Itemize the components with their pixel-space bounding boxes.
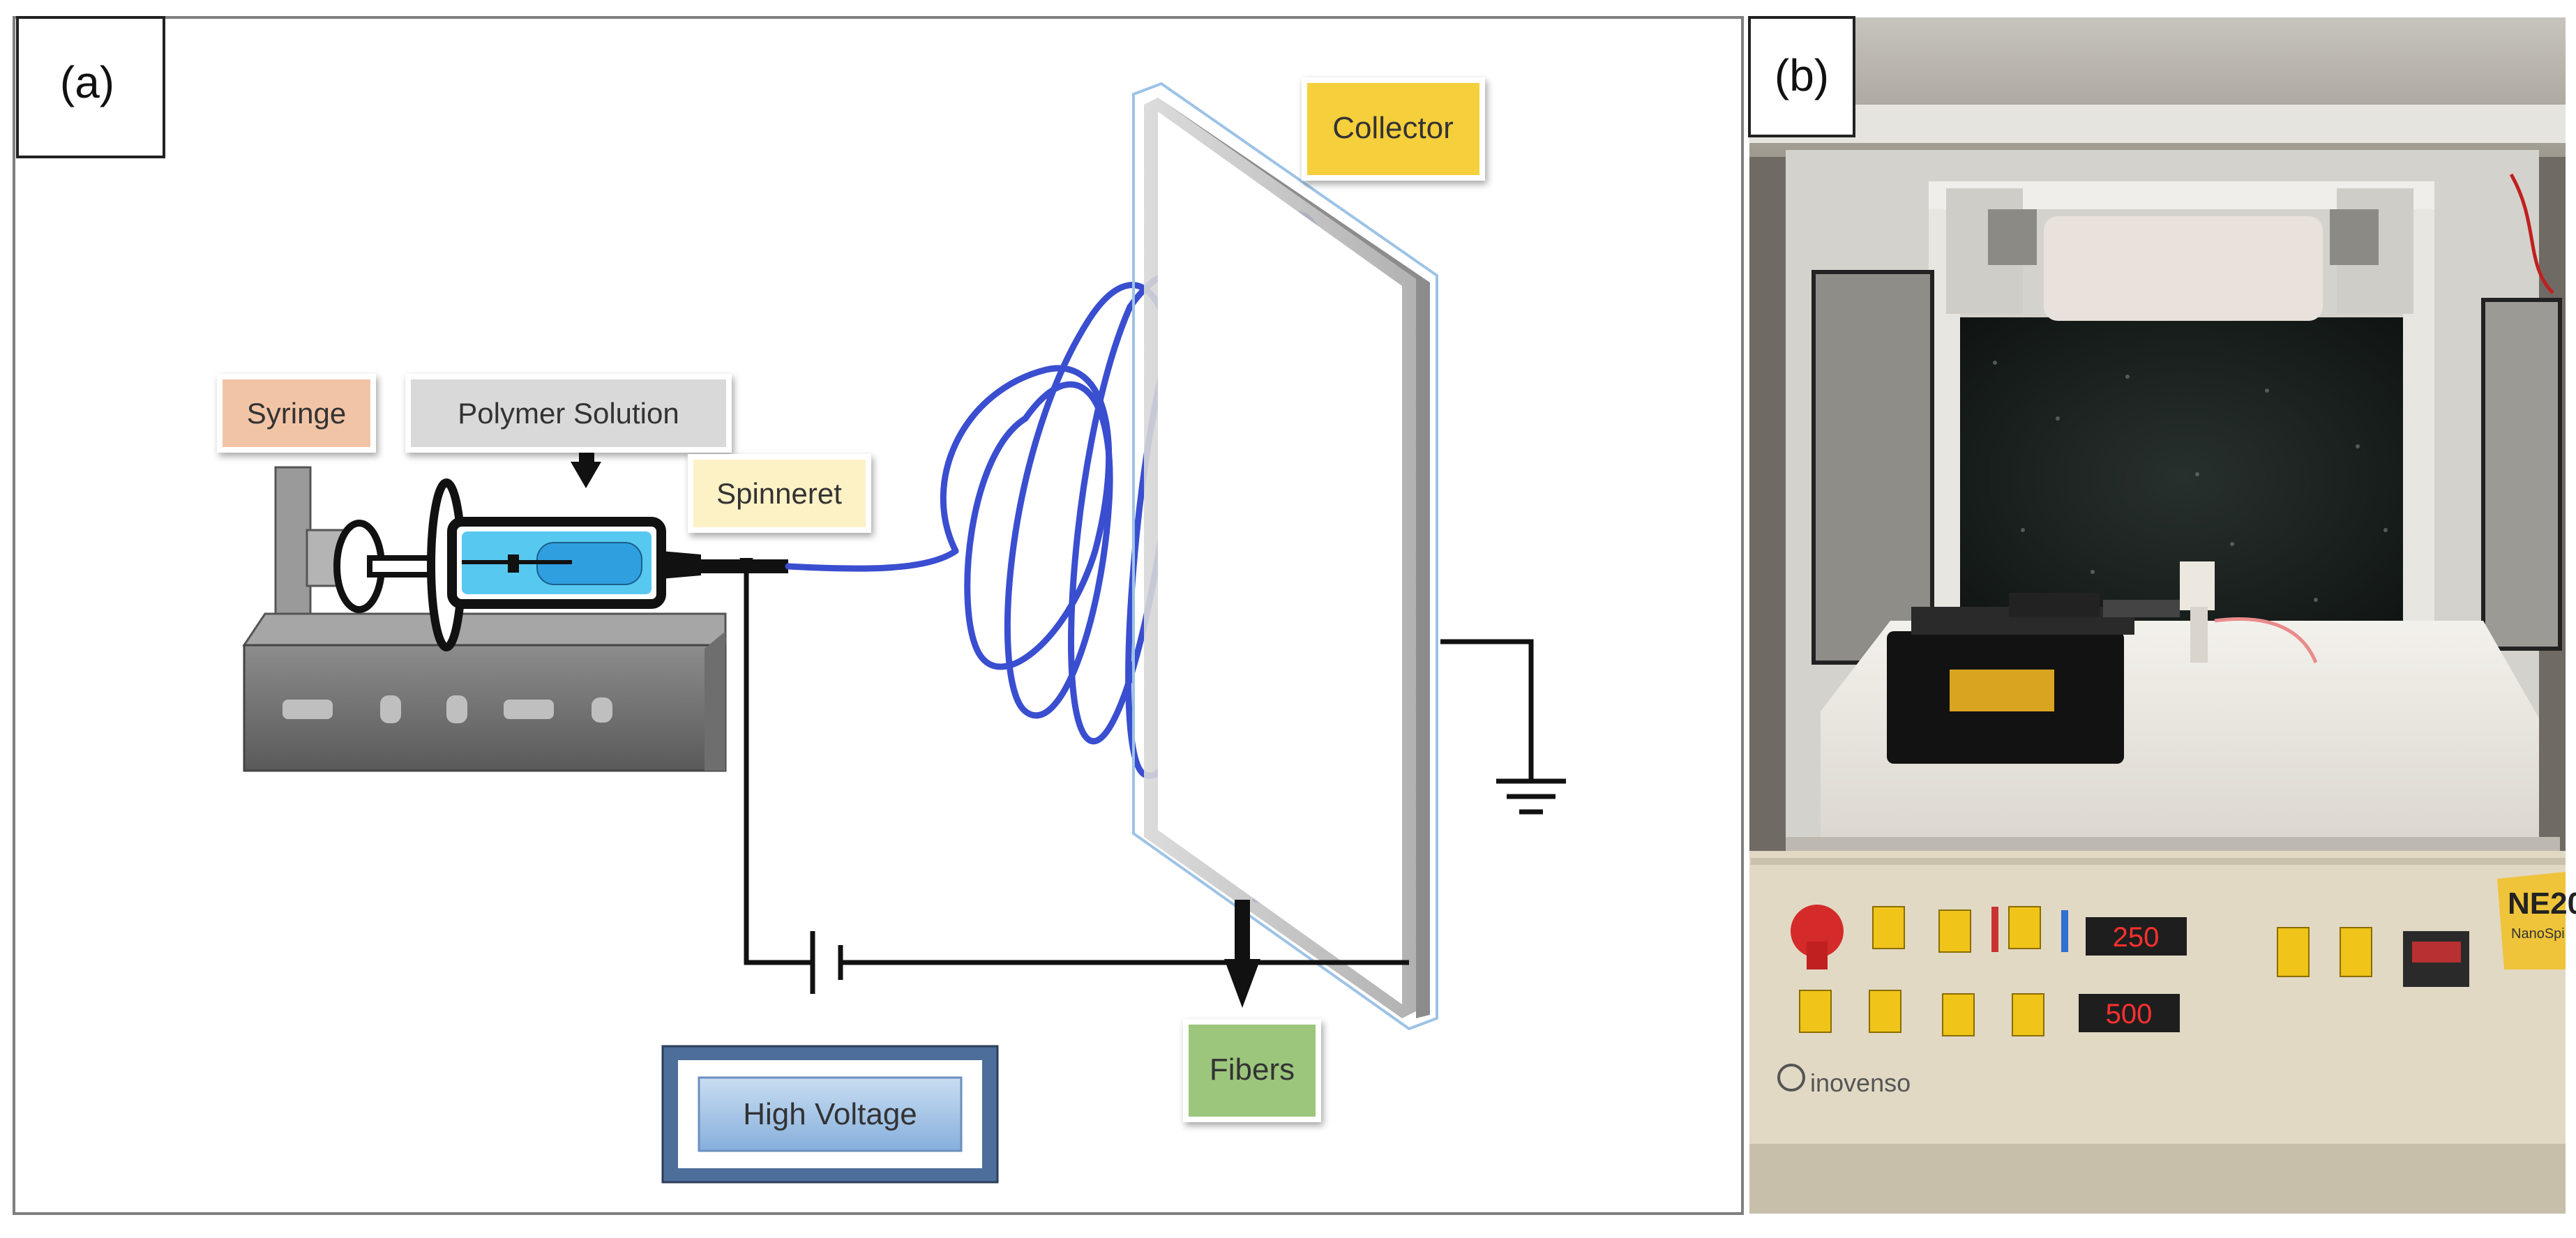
label-high-voltage-text: High Voltage (743, 1097, 917, 1131)
panel-button-1[interactable] (1872, 906, 1905, 949)
label-spinneret-text: Spinneret (716, 477, 842, 510)
display-top (2086, 917, 2187, 956)
panel-button-3[interactable] (2008, 906, 2041, 949)
panel-button-4[interactable] (1799, 990, 1832, 1033)
panel-button-8[interactable] (2277, 927, 2310, 977)
label-collector: Collector (1302, 77, 1485, 181)
label-syringe-text: Syringe (247, 397, 346, 430)
model-label: NE20 (2508, 886, 2576, 921)
panel-a-tag-box (16, 16, 165, 158)
panel-button-2[interactable] (1938, 909, 1971, 953)
panel-b-tag: (b) (1775, 50, 1829, 100)
collector-drum (2044, 216, 2323, 321)
label-fibers: Fibers (1183, 1019, 1321, 1122)
syringe-pump-device (1887, 593, 2180, 764)
fibers-arrow (1224, 900, 1260, 1008)
panel-button-5[interactable] (1869, 990, 1901, 1033)
panel-a: (a) (13, 16, 1744, 1215)
label-collector-text: Collector (1332, 111, 1454, 145)
display-bottom (2079, 994, 2180, 1032)
collector-plate (1132, 82, 1438, 1031)
panel-button-7[interactable] (2012, 993, 2044, 1036)
emergency-stop-button[interactable] (1791, 905, 1844, 958)
label-high-voltage: High Voltage (661, 1045, 999, 1184)
brand-label: inovenso (1810, 1069, 1911, 1097)
svg-text:250: 250 (2113, 922, 2160, 953)
pump-screen (1950, 670, 2054, 711)
label-polymer-solution: Polymer Solution (405, 374, 732, 453)
panel-a-tag: (a) (60, 57, 114, 107)
model-sub: NanoSpi (2511, 926, 2565, 942)
panel-b-tag-box (1748, 16, 1855, 137)
label-spinneret: Spinneret (688, 454, 871, 533)
bulb-logo-icon (1777, 1064, 1805, 1092)
panel-button-9[interactable] (2340, 927, 2372, 977)
panel-button-6[interactable] (1942, 993, 1975, 1036)
spinneret-needle (698, 559, 788, 573)
panel-b: NE20 NanoSpi 250 500 inovenso (1748, 16, 2576, 1214)
label-polymer-solution-text: Polymer Solution (458, 397, 679, 430)
svg-text:500: 500 (2106, 999, 2153, 1029)
syringe-pump (242, 466, 727, 772)
label-syringe: Syringe (217, 374, 376, 453)
label-fibers-text: Fibers (1210, 1052, 1295, 1087)
